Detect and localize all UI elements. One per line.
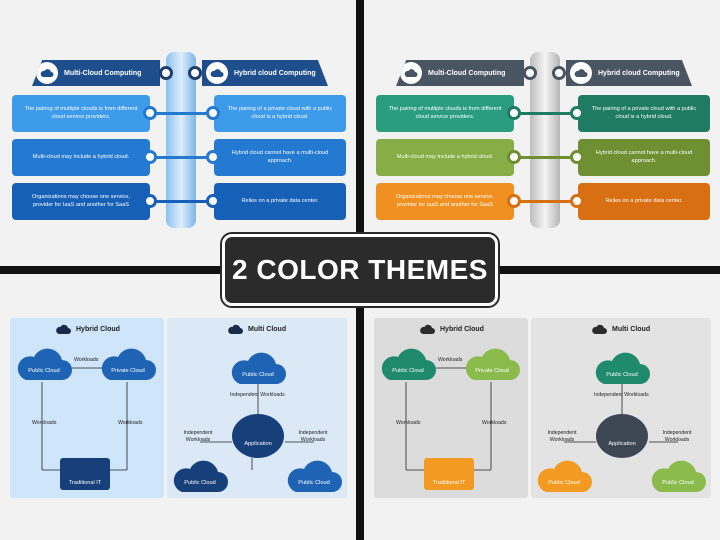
- connector-ring: [143, 150, 157, 164]
- public-cloud: Public Cloud: [16, 344, 72, 382]
- infinity-cloud-icon: [56, 324, 71, 334]
- multi-row-1: The pairing of multiple clouds is from d…: [12, 95, 150, 132]
- multi-cloud-title: Multi-Cloud Computing: [428, 69, 506, 77]
- connector-ring: [143, 194, 157, 208]
- hybrid-row-3: Relies on a private data center.: [578, 183, 710, 220]
- connector-ring: [507, 194, 521, 208]
- center-pillar: [530, 52, 560, 228]
- connector-ring: [570, 194, 584, 208]
- hybrid-cloud-header: Hybrid cloud Computing: [202, 60, 328, 86]
- clouds-icon: [228, 324, 243, 334]
- infinity-cloud-icon: [206, 62, 228, 84]
- public-cloud: Public Cloud: [650, 456, 706, 494]
- connector: [514, 200, 578, 203]
- hybrid-row-3: Relies on a private data center.: [214, 183, 346, 220]
- cloud-icon: [36, 62, 58, 84]
- multi-row-3: Organizations may choose one service, pr…: [12, 183, 150, 220]
- connector: [514, 156, 578, 159]
- connector-ring: [206, 106, 220, 120]
- workloads-label: Workloads: [32, 420, 57, 426]
- application: Application: [596, 414, 648, 458]
- infinity-cloud-icon: [420, 324, 435, 334]
- multi-row-2: Multi-cloud may include a hybrid cloud.: [376, 139, 514, 176]
- cloud-icon: [400, 62, 422, 84]
- infinity-cloud-icon: [570, 62, 592, 84]
- workloads-label: Workloads: [118, 420, 143, 426]
- connector-ring: [507, 106, 521, 120]
- multi-row-3: Organizations may choose one service, pr…: [376, 183, 514, 220]
- workloads-label: Workloads: [482, 420, 507, 426]
- hybrid-row-2: Hybrid cloud cannot have a multi-cloud a…: [214, 139, 346, 176]
- workloads-label: Workloads: [438, 357, 463, 363]
- independent-workloads-label: Independent Workloads: [183, 430, 213, 443]
- public-cloud: Public Cloud: [286, 456, 342, 494]
- workloads-label: Workloads: [396, 420, 421, 426]
- multi-cloud-header: Multi-Cloud Computing: [396, 60, 524, 86]
- hybrid-cloud-title: Hybrid Cloud: [420, 324, 484, 335]
- traditional-it: Traditional IT: [424, 458, 474, 490]
- connector-ring: [570, 150, 584, 164]
- workloads-label: Workloads: [74, 357, 99, 363]
- independent-workloads-label: Independent Workloads: [594, 392, 649, 398]
- independent-workloads-label: Independent Workloads: [662, 430, 692, 443]
- hybrid-cloud-title: Hybrid cloud Computing: [598, 69, 680, 77]
- hybrid-row-1: The pairing of a private cloud with a pu…: [578, 95, 710, 132]
- private-cloud: Private Cloud: [464, 344, 520, 382]
- connector: [150, 200, 214, 203]
- connector: [514, 112, 578, 115]
- center-pillar: [166, 52, 196, 228]
- private-cloud: Private Cloud: [100, 344, 156, 382]
- connector-ring: [523, 66, 537, 80]
- independent-workloads-label: Independent Workloads: [298, 430, 328, 443]
- hybrid-row-1: The pairing of a private cloud with a pu…: [214, 95, 346, 132]
- traditional-it: Traditional IT: [60, 458, 110, 490]
- hybrid-cloud-title: Hybrid Cloud: [56, 324, 120, 335]
- multi-row-1: The pairing of multiple clouds is from d…: [376, 95, 514, 132]
- multi-cloud-title: Multi Cloud: [592, 324, 650, 335]
- color-themes-banner: 2 COLOR THEMES: [222, 234, 498, 306]
- connector-ring: [206, 150, 220, 164]
- hybrid-row-2: Hybrid cloud cannot have a multi-cloud a…: [578, 139, 710, 176]
- connector-ring: [552, 66, 566, 80]
- connector-ring: [570, 106, 584, 120]
- connector-ring: [507, 150, 521, 164]
- connector: [150, 156, 214, 159]
- application: Application: [232, 414, 284, 458]
- public-cloud: Public Cloud: [594, 348, 650, 386]
- public-cloud: Public Cloud: [536, 456, 592, 494]
- hybrid-cloud-header: Hybrid cloud Computing: [566, 60, 692, 86]
- clouds-icon: [592, 324, 607, 334]
- multi-cloud-header: Multi-Cloud Computing: [32, 60, 160, 86]
- multi-row-2: Multi-cloud may include a hybrid cloud.: [12, 139, 150, 176]
- multi-cloud-title: Multi-Cloud Computing: [64, 69, 142, 77]
- hybrid-cloud-title: Hybrid cloud Computing: [234, 69, 316, 77]
- independent-workloads-label: Independent Workloads: [230, 392, 285, 398]
- connector: [150, 112, 214, 115]
- connector-ring: [188, 66, 202, 80]
- public-cloud: Public Cloud: [172, 456, 228, 494]
- public-cloud: Public Cloud: [230, 348, 286, 386]
- independent-workloads-label: Independent Workloads: [547, 430, 577, 443]
- multi-cloud-title: Multi Cloud: [228, 324, 286, 335]
- connector-ring: [206, 194, 220, 208]
- connector-ring: [159, 66, 173, 80]
- public-cloud: Public Cloud: [380, 344, 436, 382]
- connector-ring: [143, 106, 157, 120]
